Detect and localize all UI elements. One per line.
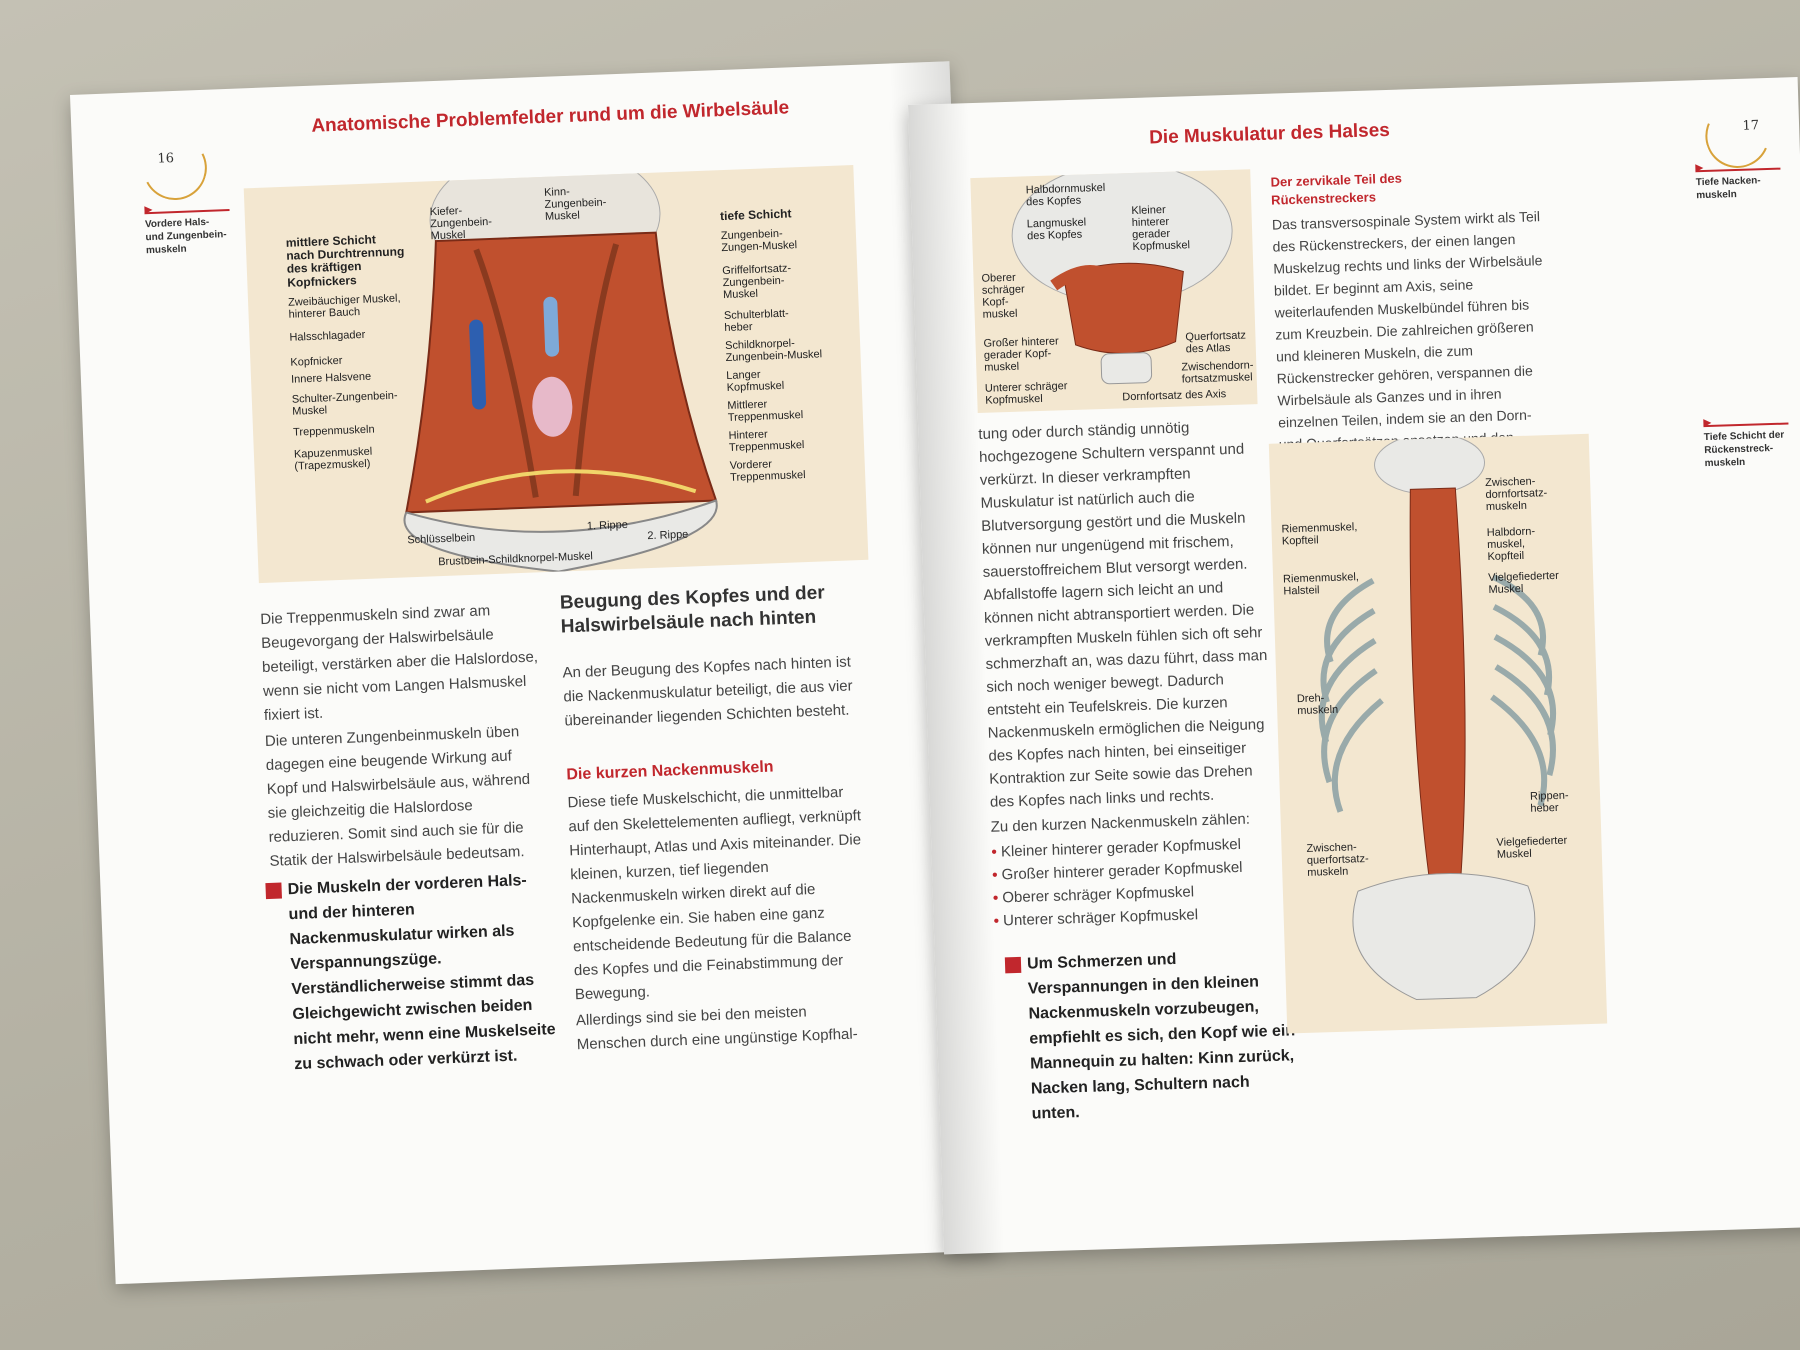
figure-label: Zwischendorn- fortsatzmuskel [1181,359,1254,386]
figure-label: Griffelfortsatz- Zungenbein- Muskel [722,262,792,302]
callout-box: Die Muskeln der vorderen Hals- und der h… [265,867,564,1078]
figure-label: Riemenmuskel, Halsteil [1282,571,1360,598]
figure-label: Rippen- heber [1529,789,1569,815]
callout-box: Um Schmerzen und Verspannungen in den kl… [1005,943,1302,1127]
figure-label: Schlüsselbein [407,531,476,547]
figure-label: Kinn- Zungenbein- Muskel [543,185,607,224]
figure-label: Zungenbein- Zungen-Muskel [720,227,798,255]
suboccipital-illustration [1011,169,1233,385]
figure-label: Dreh- muskeln [1296,692,1339,718]
margin-arrow-icon [1695,167,1781,173]
page-number: 17 [1742,118,1760,134]
margin-note-text: Tiefe Nacken-muskeln [1695,175,1761,202]
spine-muscle-figure: Riemenmuskel, Kopfteil Riemenmuskel, Hal… [1268,433,1608,1034]
page-number: 16 [157,151,175,167]
neck-muscle-figure: mittlere Schicht nach Durchtrennung des … [243,164,869,584]
margin-arrow-icon [1703,422,1789,428]
section-heading: Beugung des Kopfes und der Halswirbelsäu… [559,582,826,638]
figure-label: Schulter-Zungenbein- Muskel [291,389,398,418]
figure-label: Hinterer Treppenmuskel [728,428,805,455]
figure-label: Vielgefiederter Muskel [1487,569,1560,597]
figure-label: 2. Rippe [647,528,689,543]
figure-label: Vielgefiederter Muskel [1496,834,1568,861]
paragraph: Diese tiefe Muskelschicht, die unmittelb… [567,783,862,1004]
margin-note: Vordere Hals- und Zungenbein-muskeln [144,208,232,257]
margin-note-text: Vordere Hals- und Zungenbein-muskeln [144,216,227,257]
figure-label: Schildknorpel- Zungenbein-Muskel [724,337,823,365]
figure-label: Querfortsatz des Atlas [1185,329,1247,356]
margin-note: Tiefe Nacken-muskeln [1695,167,1781,203]
subheading: Die kurzen Nackenmuskeln [566,758,774,784]
figure-label: Halbdorn- muskel, Kopfteil [1486,525,1536,564]
paragraph: tung oder durch ständig unnötig hochgezo… [978,419,1268,811]
intro-paragraph: An der Beugung des Kopfes nach hinten is… [562,653,853,730]
body-column-left: tung oder durch ständig unnötig hochgezo… [978,414,1279,933]
figure-label: Vorderer Treppenmuskel [729,458,806,485]
left-page: 16 Anatomische Problemfelder rund um die… [70,61,996,1285]
figure-label: Zwischen- dornfortsatz- muskeln [1484,475,1548,514]
page-corner-swoosh [1695,94,1779,178]
muscle-list: Kleiner hinterer gerader Kopfmuskel Groß… [991,832,1279,933]
figure-label: Zweibäuchiger Muskel, hinterer Bauch [287,292,401,321]
figure-label: tiefe Schicht [719,206,792,224]
figure-label: Kapuzenmuskel (Trapezmuskel) [293,445,373,473]
margin-note-text: Tiefe Schicht der Rückenstreck-muskeln [1703,429,1785,470]
figure-label: Kleiner hinterer gerader Kopfmuskel [1131,203,1191,254]
running-head: Anatomische Problemfelder rund um die Wi… [310,97,790,137]
figure-label: Mittlerer Treppenmuskel [727,398,804,425]
figure-label: 1. Rippe [586,518,629,533]
figure-label: mittlere Schicht nach Durchtrennung des … [285,232,405,290]
page-corner-swoosh [134,127,216,209]
paragraph: Die unteren Zungenbeinmuskeln üben dageg… [264,723,531,870]
margin-note: Tiefe Schicht der Rückenstreck-muskeln [1703,422,1789,471]
spine-illustration [1318,433,1557,1000]
paragraph: Allerdings sind sie bei den meisten Mens… [575,1003,858,1054]
subheading: Der zervikale Teil des Rückenstreckers [1270,170,1403,208]
figure-label: Halbdornmuskel des Kopfes [1025,181,1106,209]
figure-label: Unterer schräger Kopfmuskel [984,380,1068,407]
neck-illustration [403,164,718,573]
figure-label: Großer hinterer gerader Kopf- muskel [983,335,1059,374]
suboccipital-muscle-figure: Halbdornmuskel des Kopfes Langmuskel des… [970,169,1258,413]
figure-label: Langmuskel des Kopfes [1026,216,1087,243]
body-column-2: Diese tiefe Muskelschicht, die unmittelb… [567,780,877,1059]
figure-label: Schulterblatt- heber [723,307,789,335]
margin-arrow-icon [144,208,230,215]
figure-label: Kiefer- Zungenbein- Muskel [429,205,493,243]
figure-label: Langer Kopfmuskel [726,368,785,395]
figure-label: Kopfnicker [290,354,343,369]
right-page: 17 Die Muskulatur des Halses Tiefe Nacke… [908,77,1800,1255]
running-head: Die Muskulatur des Halses [1148,119,1391,149]
figure-label: Zwischen- querfortsatz- muskeln [1306,841,1369,880]
paragraph: Die Treppenmuskeln sind zwar am Beugevor… [259,602,539,725]
body-column-1: Die Treppenmuskeln sind zwar am Beugevor… [260,597,550,876]
figure-label: Oberer schräger Kopf- muskel [981,271,1025,322]
figure-label: Riemenmuskel, Kopfteil [1281,521,1358,548]
